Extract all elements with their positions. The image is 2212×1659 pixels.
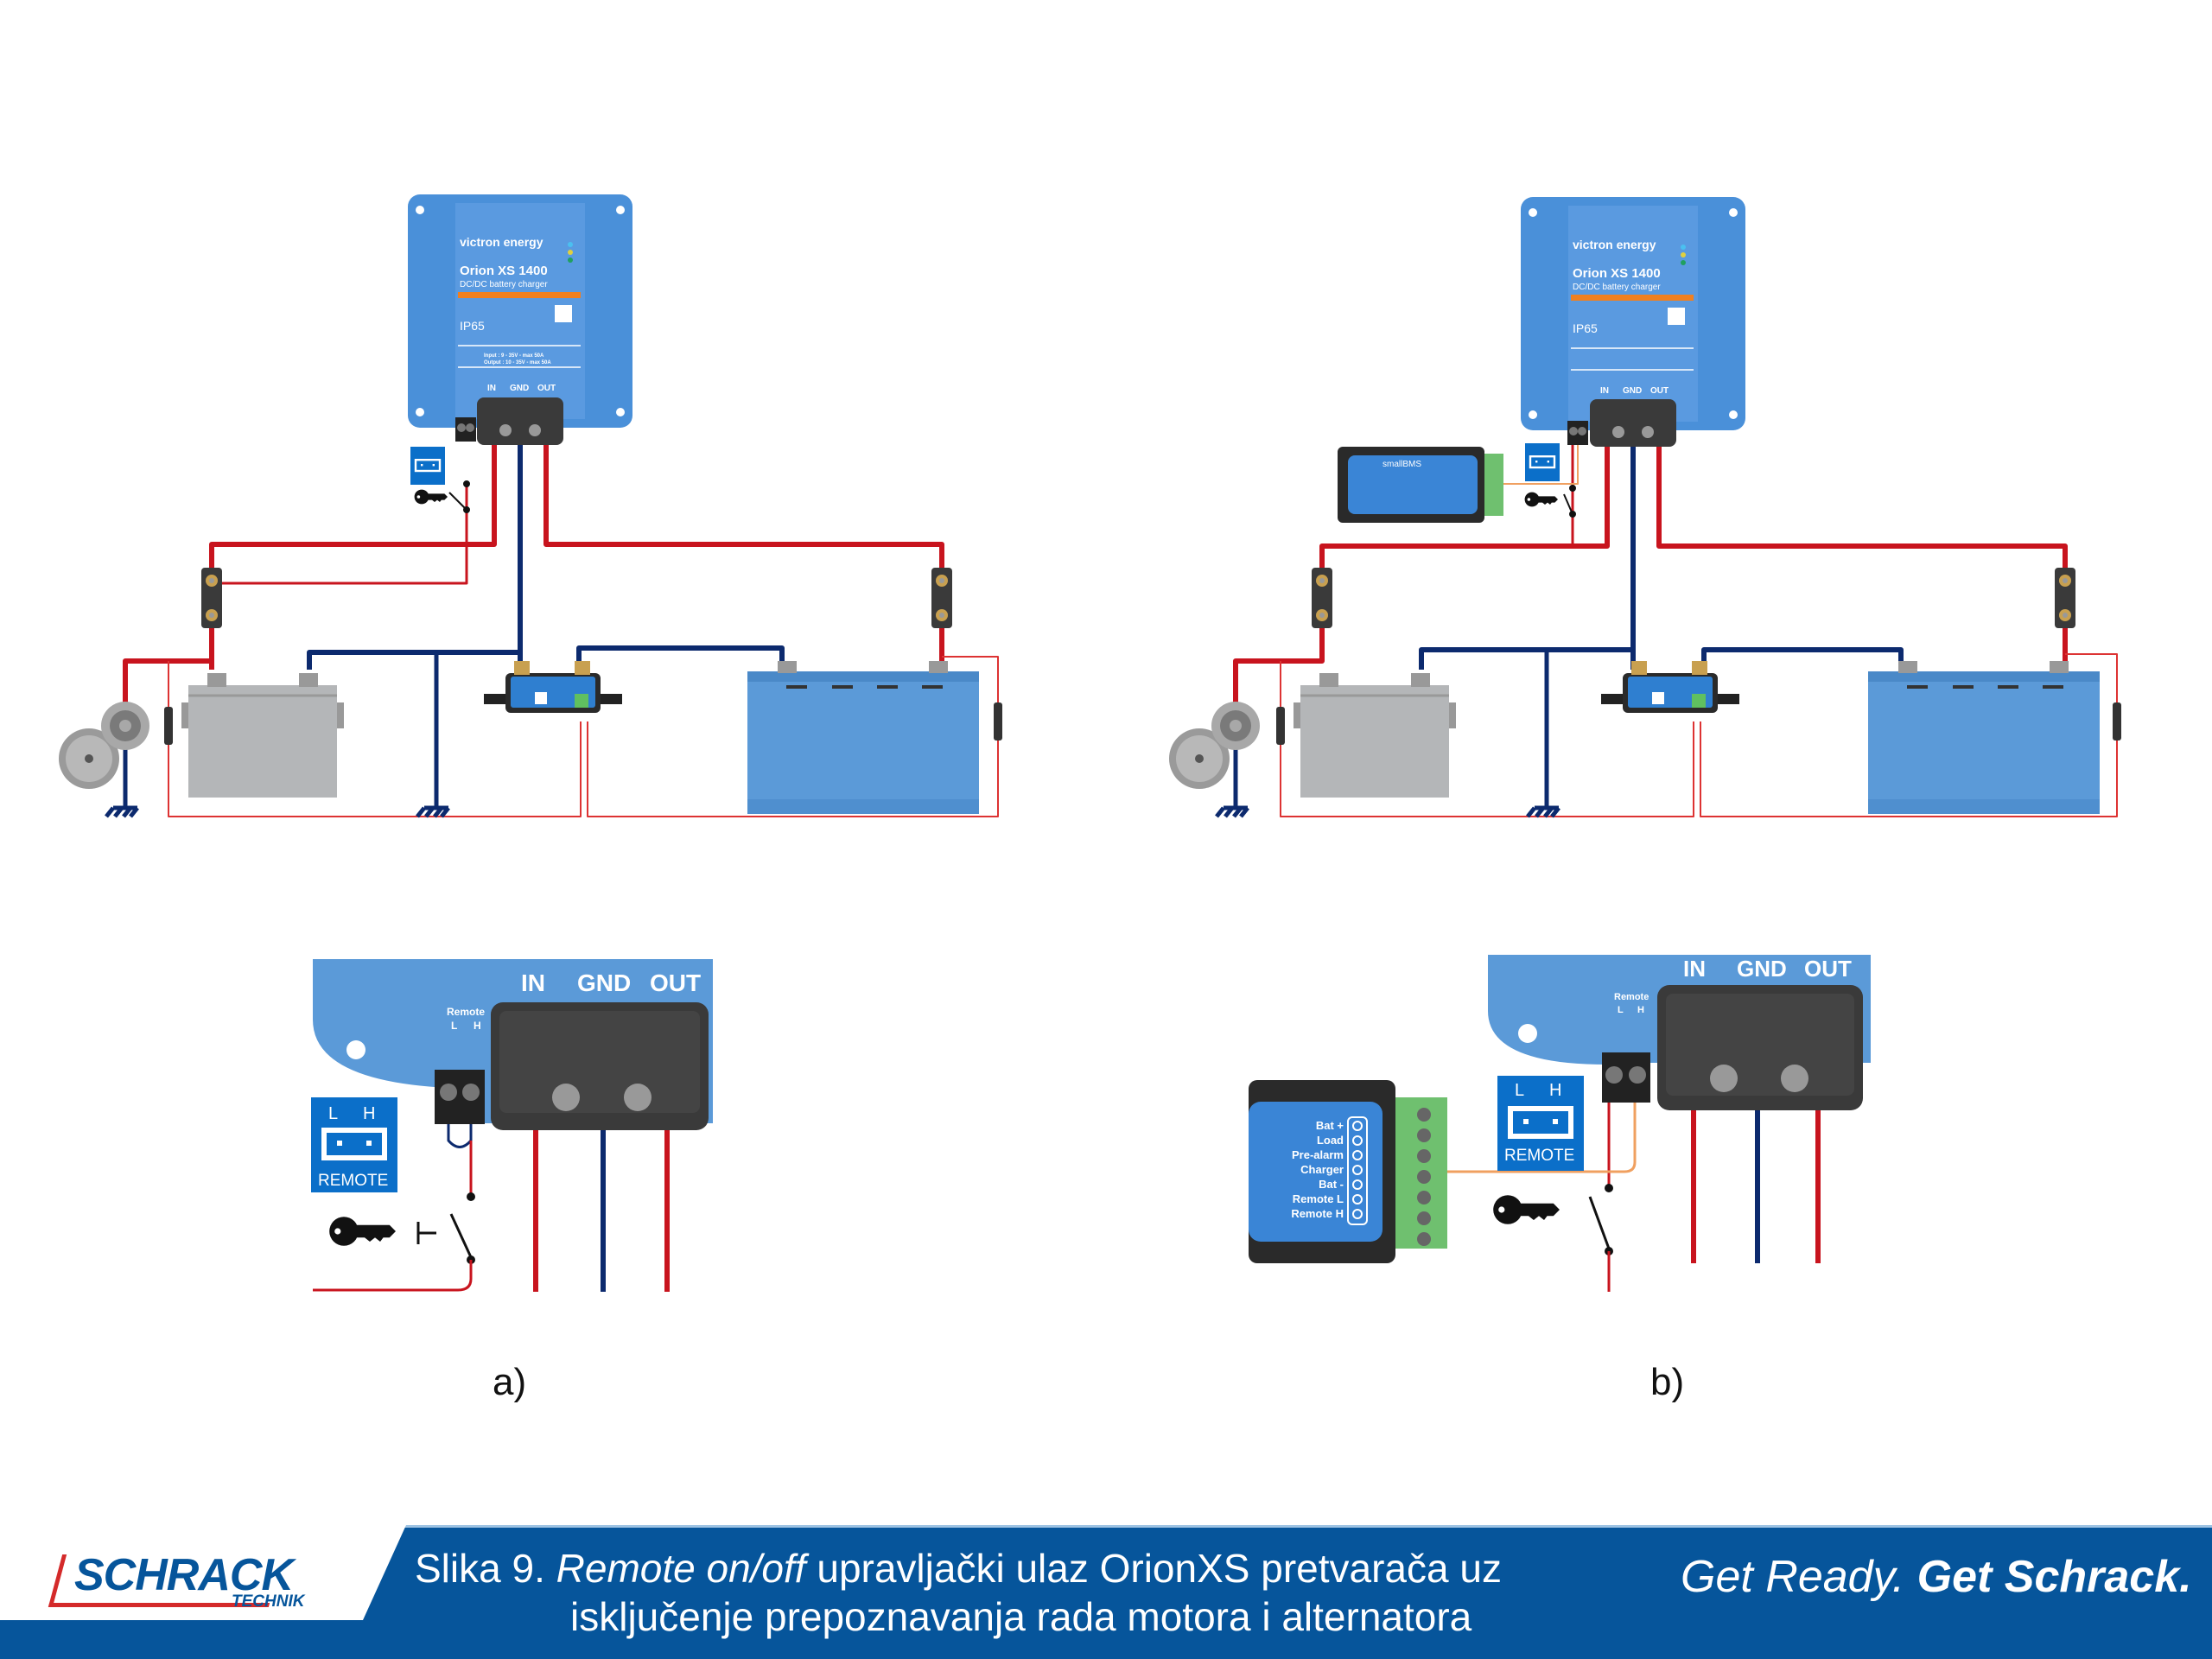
badge-pin-h: H	[363, 1104, 375, 1123]
small-bms	[1338, 447, 1503, 523]
converter-subtitle: DC/DC battery charger	[1573, 283, 1661, 292]
lithium-battery	[747, 661, 979, 814]
converter-model: Orion XS 1400	[1573, 266, 1661, 281]
tagline: Get Ready. Get Schrack.	[1681, 1551, 2192, 1603]
badge-pin-l: L	[328, 1104, 338, 1123]
terminal-label-gnd: GND	[577, 969, 631, 996]
badge-pin-h: H	[1549, 1081, 1561, 1100]
badge-label: REMOTE	[1504, 1147, 1574, 1165]
bms-name: smallBMS	[1382, 460, 1421, 469]
tagline-bold: Get Schrack.	[1916, 1552, 2192, 1602]
badge-label: REMOTE	[318, 1172, 388, 1190]
converter-model: Orion XS 1400	[460, 264, 548, 278]
switch-icon	[448, 480, 470, 513]
switch-icon	[1563, 485, 1576, 518]
terminal-label-gnd: GND	[510, 384, 529, 393]
caption-line-2: isključenje prepoznavanja rada motora i …	[570, 1594, 1472, 1639]
badge-pin-l: L	[1515, 1081, 1524, 1100]
converter-brand: victron energy	[1573, 238, 1656, 251]
fuse-holder-b2	[2055, 568, 2075, 628]
terminal-label-gnd: GND	[1737, 956, 1787, 982]
lithium-battery	[1868, 661, 2100, 814]
terminal-label-out: OUT	[1650, 386, 1669, 396]
footer-bar: SCHRACK TECHNIK Slika 9. Remote on/off u…	[0, 1525, 2212, 1659]
converter-brand: victron energy	[460, 235, 543, 249]
remote-label: Remote	[447, 1006, 485, 1018]
converter-spec-output: Output : 10 - 35V - max 50A	[484, 360, 551, 365]
detail-a: IN GND OUT Remote L H L H REMOTE	[311, 959, 713, 1292]
orion-terminal-block	[477, 397, 563, 445]
bms-terminal-label: Charger	[1300, 1163, 1344, 1176]
bms-terminal-label: Bat +	[1316, 1119, 1344, 1132]
logo-sub-text: TECHNIK	[232, 1592, 305, 1611]
tagline-light: Get Ready.	[1681, 1552, 1905, 1602]
fuse-holder-a1	[201, 568, 222, 628]
inline-fuse-b1	[1276, 707, 1285, 745]
fuse-holder-a2	[931, 568, 952, 628]
remote-badge	[410, 447, 445, 485]
small-bms-detail	[1249, 1080, 1447, 1263]
sub-label-a: a)	[493, 1361, 527, 1403]
terminal-label-in: IN	[487, 384, 496, 393]
orion-terminal-block	[1590, 399, 1676, 447]
alternator-icon	[1169, 702, 1260, 789]
smart-shunt	[484, 661, 622, 713]
logo-main-text: SCHRACK	[74, 1550, 294, 1600]
inline-fuse-a1	[164, 707, 173, 745]
caption-prefix: Slika 9.	[415, 1546, 545, 1591]
figure-caption: Slika 9. Remote on/off upravljački ulaz …	[415, 1544, 1624, 1641]
ground-icon	[106, 808, 137, 817]
remote-pin-h: H	[1637, 1005, 1644, 1015]
remote-badge	[1525, 443, 1560, 481]
key-icon	[329, 1217, 396, 1246]
bms-terminal-label: Load	[1317, 1134, 1344, 1147]
converter-ip: IP65	[460, 319, 485, 333]
starter-battery	[180, 671, 346, 799]
starter-battery	[1292, 671, 1458, 799]
schrack-logo: SCHRACK TECHNIK	[48, 1549, 318, 1611]
smart-shunt	[1601, 661, 1739, 713]
remote-label: Remote	[1614, 992, 1649, 1002]
diagram-b: victron energy Orion XS 1400 DC/DC batte…	[1169, 196, 2121, 817]
ground-icon	[417, 808, 448, 817]
remote-pin-l: L	[1618, 1005, 1624, 1015]
alternator-icon	[59, 702, 149, 789]
bms-terminal-label: Bat -	[1319, 1178, 1344, 1191]
bms-terminal-label: Pre-alarm	[1292, 1148, 1344, 1161]
caption-line1-rest: upravljački ulaz OrionXS pretvarača uz	[817, 1546, 1502, 1591]
bms-terminal-label: Remote L	[1293, 1192, 1344, 1205]
ground-icon	[1528, 808, 1559, 817]
remote-pin-h: H	[474, 1020, 481, 1032]
converter-spec-input: Input : 9 - 35V - max 50A	[484, 353, 544, 359]
terminal-label-in: IN	[1683, 956, 1706, 982]
converter-subtitle: DC/DC battery charger	[460, 280, 548, 289]
ground-icon	[1217, 808, 1248, 817]
terminal-label-gnd: GND	[1623, 386, 1642, 396]
inline-fuse-a2	[994, 702, 1002, 741]
remote-pin-l: L	[451, 1020, 457, 1032]
terminal-label-out: OUT	[650, 969, 701, 996]
footer-logo-panel	[0, 1525, 406, 1620]
diagram-a: victron energy Orion XS 1400 DC/DC batte…	[59, 194, 1002, 817]
key-icon	[414, 489, 448, 505]
bms-terminal-label: Remote H	[1291, 1207, 1344, 1220]
remote-terminal	[1567, 421, 1588, 445]
sub-label-b: b)	[1650, 1361, 1685, 1403]
wiring-diagram: victron energy Orion XS 1400 DC/DC batte…	[59, 194, 2121, 1292]
wires-b	[1233, 442, 2118, 817]
terminal-label-in: IN	[1600, 386, 1609, 396]
remote-terminal	[455, 417, 476, 442]
terminal-label-out: OUT	[537, 384, 556, 393]
caption-line-1: Slika 9. Remote on/off upravljački ulaz …	[415, 1544, 1624, 1592]
detail-b: Bat + Load Pre-alarm Charger Bat - Remot…	[1249, 955, 1871, 1292]
terminal-label-out: OUT	[1804, 956, 1852, 982]
converter-ip: IP65	[1573, 321, 1598, 335]
key-icon	[1493, 1195, 1560, 1224]
key-icon	[1524, 492, 1558, 507]
terminal-label-in: IN	[521, 969, 545, 996]
fuse-holder-b1	[1312, 568, 1332, 628]
inline-fuse-b2	[2113, 702, 2121, 741]
footer-divider	[0, 1525, 2212, 1528]
caption-italic: Remote on/off	[556, 1546, 806, 1591]
